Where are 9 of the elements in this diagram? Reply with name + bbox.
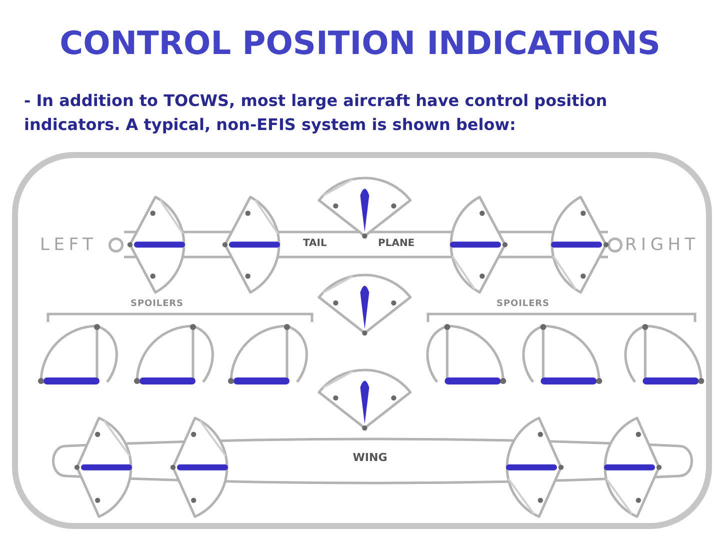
title: CONTROL POSITION INDICATIONS <box>60 24 660 62</box>
group-label: SPOILERS <box>130 299 184 310</box>
side-label: LEFT <box>40 235 98 255</box>
band-label: WING <box>352 451 388 464</box>
side-label: RIGHT <box>625 235 700 255</box>
intro-text: - In addition to TOCWS, most large aircraft have control position indicators. A typical, non-EFIS system is shown below: <box>24 90 608 136</box>
group-label: SPOILERS <box>496 299 550 310</box>
band-label: TAIL <box>303 238 327 250</box>
band-label: PLANE <box>378 238 415 250</box>
